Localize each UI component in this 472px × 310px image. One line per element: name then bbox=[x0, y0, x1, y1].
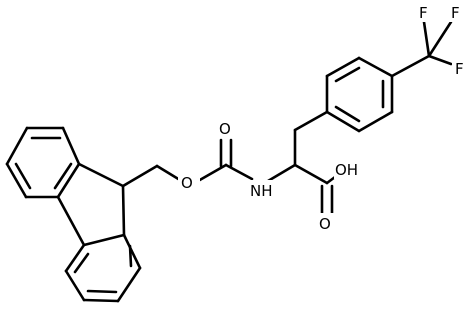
fluorine-label-3: F bbox=[455, 60, 464, 78]
fluorene-left-benzene-ring bbox=[5, 126, 81, 199]
fluorene-bottom-benzene-ring bbox=[64, 233, 142, 303]
fluorine-label-2: F bbox=[451, 4, 460, 22]
fmoc-linker-bonds bbox=[121, 138, 254, 188]
acid-carbonyl-oxygen-label: O bbox=[319, 215, 331, 233]
amino-acid-backbone-bonds bbox=[266, 110, 337, 217]
phenyl-ring bbox=[325, 56, 394, 133]
fluorene-five-membered-ring bbox=[56, 162, 126, 247]
trifluoromethyl-group bbox=[390, 20, 453, 78]
ester-oxygen-label: O bbox=[181, 174, 193, 192]
carbamate-carbonyl-oxygen-label: O bbox=[219, 120, 231, 138]
fluorine-label-1: F bbox=[419, 4, 428, 22]
amide-nitrogen-label: NH bbox=[250, 182, 273, 200]
atom-labels: O O NH OH O F F F bbox=[178, 2, 470, 233]
hydroxyl-label: OH bbox=[335, 161, 358, 179]
